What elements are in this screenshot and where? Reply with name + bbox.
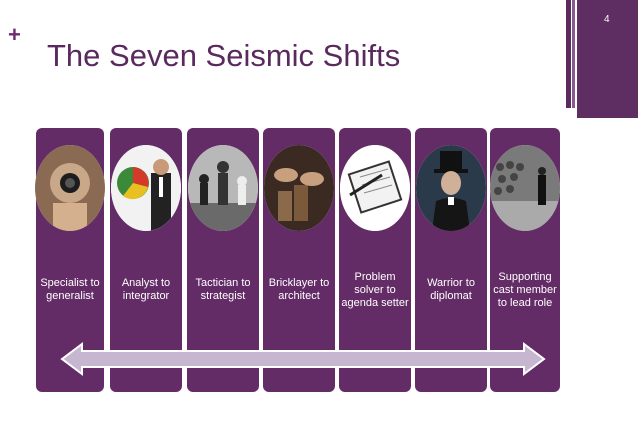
chess-pieces-photo: [188, 145, 258, 231]
agenda-notebook-pen-photo: [340, 145, 410, 231]
speaker-audience-photo: [490, 145, 560, 231]
shift-label-5: Problem solver to agenda setter: [341, 250, 409, 330]
slide-title: The Seven Seismic Shifts: [47, 38, 400, 74]
shift-label-4: Bricklayer to architect: [265, 250, 333, 330]
plus-marker: +: [8, 24, 21, 46]
eye-loupe-photo: [35, 145, 105, 231]
hands-stacking-blocks-photo: [264, 145, 334, 231]
page-number: 4: [604, 14, 610, 25]
decor-bar: [566, 0, 571, 108]
shift-label-7: Supporting cast member to lead role: [492, 250, 558, 330]
shift-label-6: Warrior to diplomat: [417, 250, 485, 330]
decor-bar-thin: [572, 0, 575, 108]
top-hat-gentleman-photo: [416, 145, 486, 231]
businessman-pie-chart-photo: [111, 145, 181, 231]
shift-label-2: Analyst to integrator: [112, 250, 180, 330]
double-arrow-icon: [60, 342, 546, 376]
shift-label-3: Tactician to strategist: [189, 250, 257, 330]
shift-label-1: Specialist to generalist: [38, 250, 102, 330]
